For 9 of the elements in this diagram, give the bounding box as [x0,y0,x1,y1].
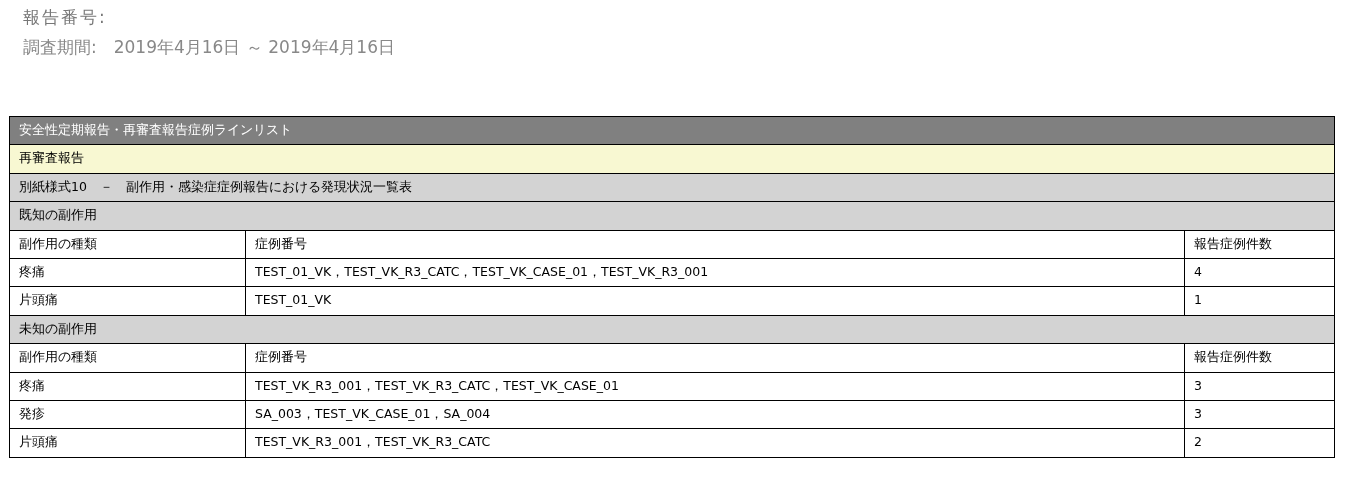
survey-period-text: 調査期間: 2019年4月16日 ～ 2019年4月16日 [23,36,395,59]
table-cell: 2 [1184,428,1335,458]
table-cell: 片頭痛 [9,428,246,458]
report-number-heading: 報告番号: [23,6,107,29]
section-header: 既知の副作用 [9,201,1335,231]
section-header: 未知の副作用 [9,314,1335,345]
table-title-bar: 安全性定期報告・再審査報告症例ラインリスト [9,116,1335,146]
form-name-bar: 別紙様式10 － 副作用・感染症症例報告における発現状況一覧表 [9,172,1335,203]
report-type-bar: 再審査報告 [9,144,1335,174]
